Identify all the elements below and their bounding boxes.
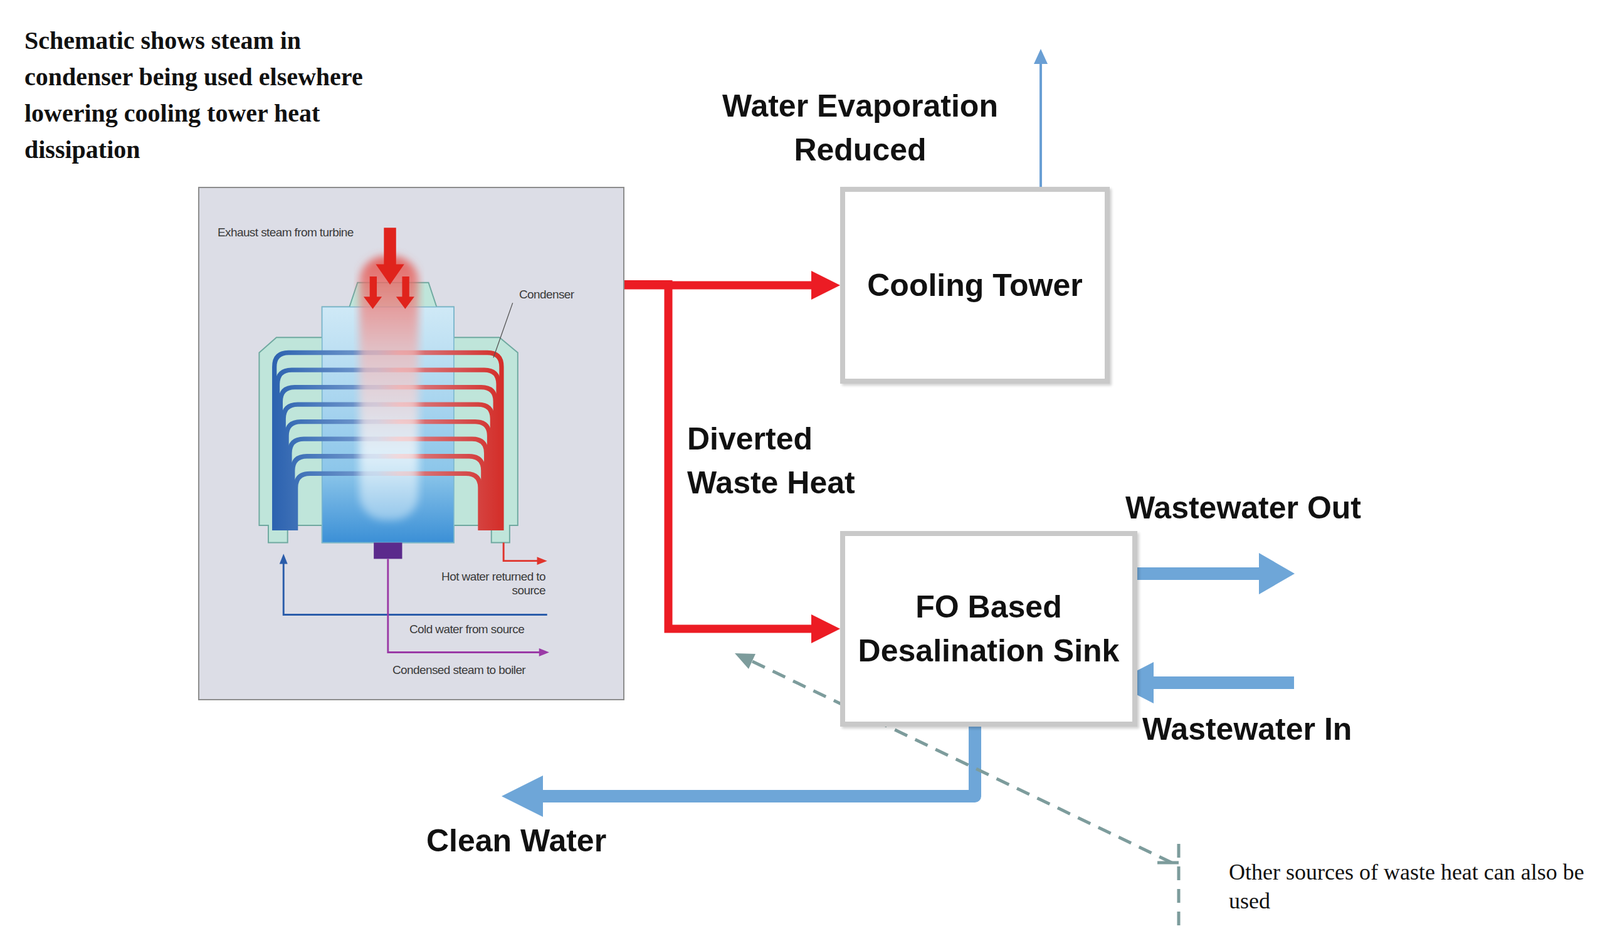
box-label: Cooling Tower (867, 263, 1083, 308)
clean-water-arrow (537, 721, 975, 797)
callout-text: Condensed steam to boiler (392, 663, 526, 678)
evaporation-arrowhead (1033, 48, 1048, 64)
condenser-drawing (199, 188, 624, 700)
heat-connector (624, 284, 841, 644)
connector-line (624, 284, 816, 629)
process-box: FO Based Desalination Sink (840, 531, 1138, 727)
callout-text: Exhaust steam from turbine (217, 225, 354, 240)
steam-arrow (396, 276, 415, 310)
flow-label: Wastewater Out (1125, 485, 1362, 530)
part-label: Condenser (519, 287, 575, 302)
box-label: FO Based Desalination Sink (845, 584, 1133, 673)
callout-text: Cold water from source (409, 622, 525, 637)
cold-water-line (283, 563, 547, 616)
wastewater-in-arrow (1148, 676, 1295, 690)
callout-text: Hot water returned to source (420, 569, 546, 598)
arrowhead (537, 556, 548, 565)
other-heat-arrowhead (734, 653, 756, 669)
dashed-bracket (1157, 861, 1179, 865)
condenser-illustration: Exhaust steam from turbineCondenserHot w… (198, 186, 625, 701)
arrowhead (539, 648, 550, 657)
leader-line (493, 302, 513, 358)
edge-label: Diverted Waste Heat (687, 416, 895, 505)
flow-label: Clean Water (426, 818, 607, 863)
wastewater-out-arrowhead (1258, 552, 1295, 595)
clean-water-arrowhead (501, 775, 543, 817)
dashed-bracket (1177, 843, 1181, 931)
arrowhead (811, 270, 841, 300)
steam-plume (359, 256, 419, 521)
steam-arrow (375, 227, 404, 285)
process-box: Cooling Tower (840, 186, 1110, 384)
arrowhead (279, 553, 288, 564)
steam-arrow (363, 276, 382, 310)
note-text: Schematic shows steam in condenser being… (24, 22, 389, 169)
note-text: Other sources of waste heat can also be … (1228, 857, 1587, 916)
hot-water-line (503, 542, 538, 561)
annotation: Water Evaporation Reduced (672, 84, 1049, 172)
flow-label: Wastewater In (1142, 707, 1352, 752)
evaporation-arrow (1039, 61, 1043, 189)
arrowhead (811, 614, 841, 644)
hotwell-outlet (373, 542, 402, 559)
